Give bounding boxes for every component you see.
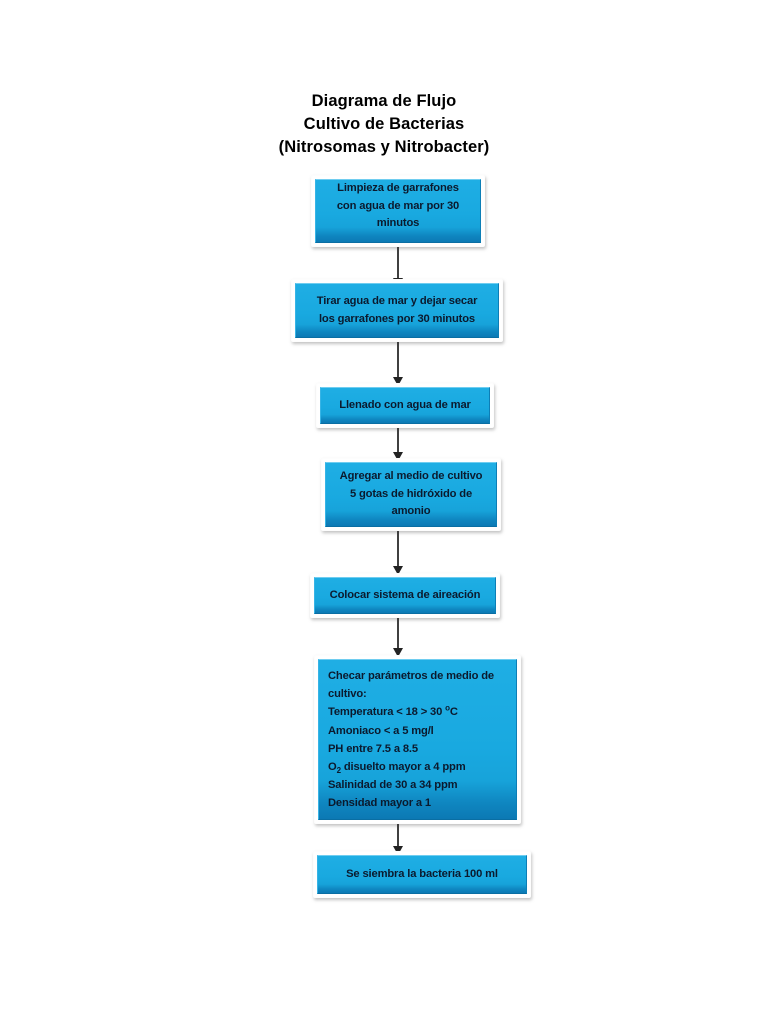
flow-node-limpieza-garrafones[interactable]: Limpieza de garrafones con agua de mar p… <box>311 175 485 247</box>
flow-node-colocar-sistema-aireacion[interactable]: Colocar sistema de aireación <box>310 573 500 618</box>
parameter-temperatura-text: Temperatura < 18 > 30 <box>328 706 446 719</box>
connector-line <box>397 428 399 453</box>
flow-node-line: amonio <box>391 505 431 518</box>
flow-node-line: 5 gotas de hidróxido de <box>349 487 473 500</box>
flow-node-line: Agregar al medio de cultivo <box>339 470 483 483</box>
connector-line <box>397 618 399 649</box>
flow-node-line: Llenado con agua de mar <box>339 398 471 411</box>
flow-connector-6-7 <box>388 824 408 855</box>
flow-connector-2-3 <box>388 342 408 386</box>
parameter-amoniaco: Amoniaco < a 5 mg/l <box>328 724 434 737</box>
arrowhead-icon <box>393 377 403 386</box>
title-line-2: Cultivo de Bacterias <box>303 115 465 133</box>
flow-node-line: Colocar sistema de aireación <box>329 588 481 601</box>
flow-node-line: cultivo: <box>328 688 367 701</box>
connector-line <box>397 531 399 567</box>
flow-node-agregar-hidroxido-amonio[interactable]: Agregar al medio de cultivo 5 gotas de h… <box>321 458 501 531</box>
flow-node-line: Checar parámetros de medio de <box>328 670 495 682</box>
parameter-o2-symbol: O <box>328 761 337 774</box>
flow-node-line: Tirar agua de mar y dejar secar <box>316 295 478 307</box>
flow-node-sembrar-bacteria[interactable]: Se siembra la bacteria 100 ml <box>313 851 531 898</box>
arrowhead-icon <box>393 846 403 855</box>
parameter-densidad: Densidad mayor a 1 <box>328 797 432 810</box>
flow-node-tirar-agua-secar[interactable]: Tirar agua de mar y dejar secar los garr… <box>291 279 503 342</box>
flow-node-body: Colocar sistema de aireación <box>314 577 496 614</box>
parameter-salinidad: Salinidad de 30 a 34 ppm <box>328 779 458 792</box>
flow-node-body: Agregar al medio de cultivo 5 gotas de h… <box>325 462 497 527</box>
flow-node-line: Limpieza de garrafones <box>337 182 459 195</box>
flow-node-body: Limpieza de garrafones con agua de mar p… <box>315 179 481 243</box>
arrowhead-icon <box>393 566 403 575</box>
flow-node-line: con agua de mar por 30 <box>336 199 460 212</box>
degree-symbol-icon: o <box>445 703 450 713</box>
title-line-3: (Nitrosomas y Nitrobacter) <box>278 138 490 156</box>
flow-connector-5-6 <box>388 618 408 657</box>
flow-node-line: los garrafones por 30 minutos <box>318 312 476 325</box>
parameter-oxigeno-disuelto: O2 disuelto mayor a 4 ppm <box>328 758 516 776</box>
flow-node-body: Checar parámetros de medio de cultivo: T… <box>318 659 517 820</box>
flow-node-body: Tirar agua de mar y dejar secar los garr… <box>295 283 499 338</box>
flow-node-line: Se siembra la bacteria 100 ml <box>346 867 498 880</box>
flow-connector-4-5 <box>388 531 408 575</box>
title-line-1: Diagrama de Flujo <box>311 92 457 110</box>
connector-line <box>397 824 399 847</box>
parameter-ph: PH entre 7.5 a 8.5 <box>328 742 418 755</box>
flow-node-body: Se siembra la bacteria 100 ml <box>317 855 527 894</box>
flow-node-body: Llenado con agua de mar <box>320 387 490 424</box>
parameter-temperatura-unit: C <box>449 706 458 719</box>
parameter-temperatura: Temperatura < 18 > 30 oC <box>328 703 516 721</box>
connector-line <box>397 247 399 279</box>
flow-connector-3-4 <box>388 428 408 461</box>
flow-node-clipped-line <box>316 233 480 242</box>
page-title: Diagrama de Flujo Cultivo de Bacterias (… <box>0 90 768 159</box>
subscript-two: 2 <box>336 766 341 776</box>
flow-node-line: minutos <box>376 217 420 230</box>
parameter-o2-text: disuelto mayor a 4 ppm <box>340 761 466 774</box>
arrowhead-icon <box>393 452 403 461</box>
connector-line <box>397 342 399 378</box>
arrowhead-icon <box>393 648 403 657</box>
flow-node-checar-parametros[interactable]: Checar parámetros de medio de cultivo: T… <box>314 655 521 824</box>
flow-node-llenado-agua-mar[interactable]: Llenado con agua de mar <box>316 383 494 428</box>
